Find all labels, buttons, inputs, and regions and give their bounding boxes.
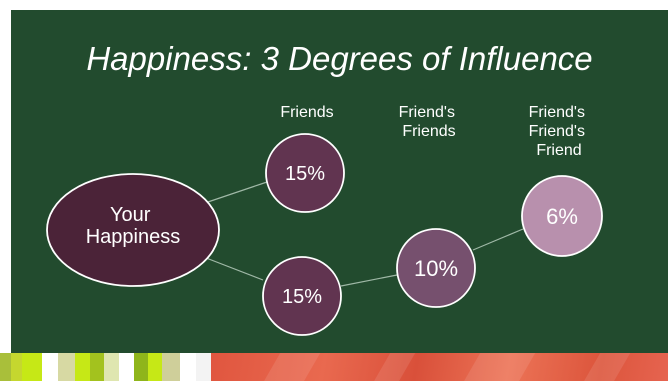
footer-block [75, 353, 90, 381]
node-friends-friends-value: 10% [414, 256, 458, 281]
footer-red-band [211, 353, 668, 381]
slide-title: Happiness: 3 Degrees of Influence [86, 40, 593, 77]
footer-block [11, 353, 22, 381]
connector-friend-to-friends-friend [340, 274, 398, 287]
column-label-third-degree-line-1: Friend's [529, 104, 585, 121]
footer-block [180, 353, 196, 381]
footer-block [90, 353, 104, 381]
node-friends-friends-friend-value: 6% [546, 204, 578, 229]
node-friends-friends-friend [521, 175, 603, 257]
footer-block [42, 353, 58, 381]
footer-streak [459, 353, 538, 381]
connector-center-to-friend-top [198, 181, 268, 206]
influence-diagram: Friends Friend's Friends Friend's Friend… [46, 104, 603, 336]
decorative-footer [0, 353, 668, 381]
node-your-happiness [46, 173, 220, 287]
footer-block [162, 353, 180, 381]
column-label-friends-friends-line-2: Friends [402, 123, 455, 140]
footer-block [22, 353, 42, 381]
node-friend-top [265, 133, 345, 213]
slide: Happiness: 3 Degrees of Influence Friend… [11, 10, 668, 353]
footer-block [58, 353, 75, 381]
footer-streak [369, 353, 418, 381]
column-label-friends-friends-line-1: Friend's [399, 104, 455, 121]
node-your-happiness-line-2: Happiness [86, 226, 181, 248]
node-friends-friends [396, 228, 476, 308]
column-label-third-degree-line-2: Friend's [529, 123, 585, 140]
footer-block [104, 353, 119, 381]
connector-friends-friend-to-third [472, 228, 524, 251]
footer-block [0, 353, 11, 381]
node-your-happiness-label: Your Happiness [86, 204, 181, 248]
footer-block [196, 353, 211, 381]
column-label-friends-friends: Friend's Friends [399, 104, 460, 140]
footer-block [134, 353, 148, 381]
column-label-friends: Friends [280, 104, 333, 121]
column-label-friends-line-1: Friends [280, 104, 333, 121]
node-friend-bottom-value: 15% [282, 286, 322, 308]
footer-streak [579, 353, 633, 381]
node-friend-bottom [262, 256, 342, 336]
connector-center-to-friend-bottom [200, 255, 264, 281]
node-your-happiness-line-1: Your [110, 204, 151, 226]
footer-streak [259, 353, 323, 381]
node-friend-top-value: 15% [285, 163, 325, 185]
footer-block [148, 353, 162, 381]
footer-block [119, 353, 134, 381]
column-label-third-degree-line-3: Friend [536, 142, 581, 159]
column-label-friends-friends-friend: Friend's Friend's Friend [529, 104, 590, 159]
